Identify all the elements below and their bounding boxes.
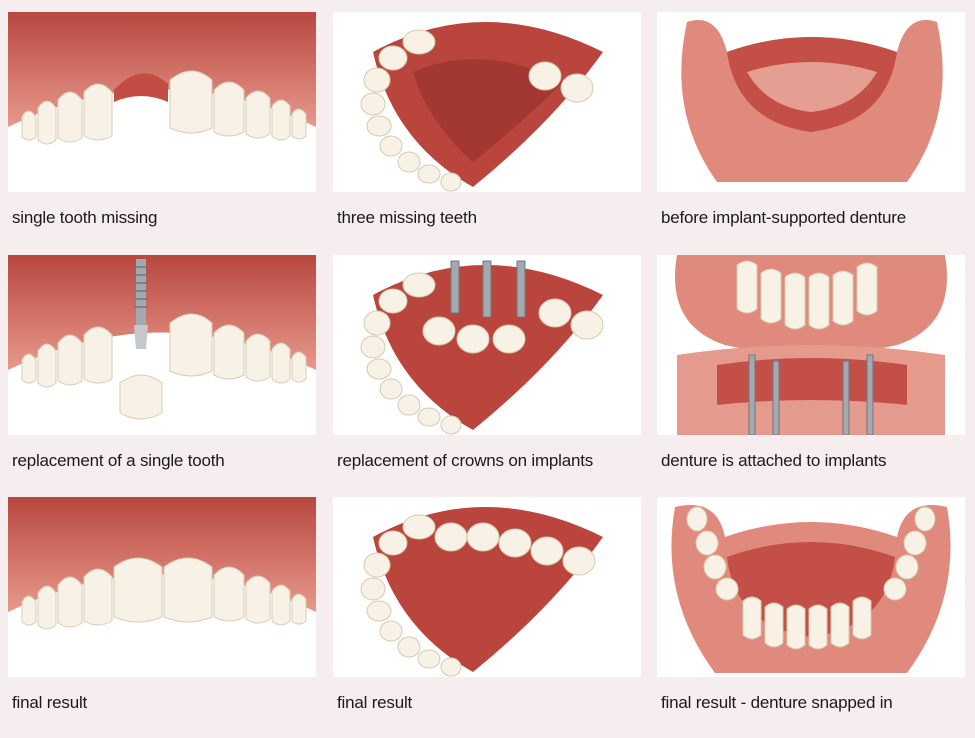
panel-final-result-denture: final result - denture snapped in	[657, 497, 969, 738]
panel-three-missing-teeth: three missing teeth	[333, 12, 645, 253]
panel-final-result-arch: final result	[333, 497, 645, 738]
panel-caption: denture is attached to implants	[661, 451, 887, 470]
panel-caption: before implant-supported denture	[661, 208, 906, 227]
upper-front-teeth-complete-icon	[8, 497, 316, 677]
panel-caption: final result - denture snapped in	[661, 693, 893, 712]
upper-arch-complete-icon	[333, 497, 641, 677]
upper-arch-three-missing-icon	[333, 12, 641, 192]
panel-caption: single tooth missing	[12, 208, 158, 227]
lower-denture-snapped-icon	[657, 497, 965, 677]
upper-front-teeth-gap-icon	[8, 12, 316, 192]
panel-caption: replacement of a single tooth	[12, 451, 225, 470]
denture-over-implants-icon	[657, 255, 965, 435]
single-implant-crown-icon	[8, 255, 316, 435]
panel-denture-attached: denture is attached to implants	[657, 255, 969, 496]
panel-caption: three missing teeth	[337, 208, 477, 227]
panel-crowns-on-implants: replacement of crowns on implants	[333, 255, 645, 496]
panel-caption: final result	[12, 693, 88, 712]
panel-final-result-single: final result	[8, 497, 320, 738]
panel-replacement-single-tooth: replacement of a single tooth	[8, 255, 320, 496]
panel-caption: final result	[337, 693, 413, 712]
panel-single-tooth-missing: single tooth missing	[8, 12, 320, 253]
edentulous-lower-jaw-icon	[657, 12, 965, 192]
implant-bridge-crowns-icon	[333, 255, 641, 435]
panel-caption: replacement of crowns on implants	[337, 451, 594, 470]
panel-before-implant-denture: before implant-supported denture	[657, 12, 969, 253]
